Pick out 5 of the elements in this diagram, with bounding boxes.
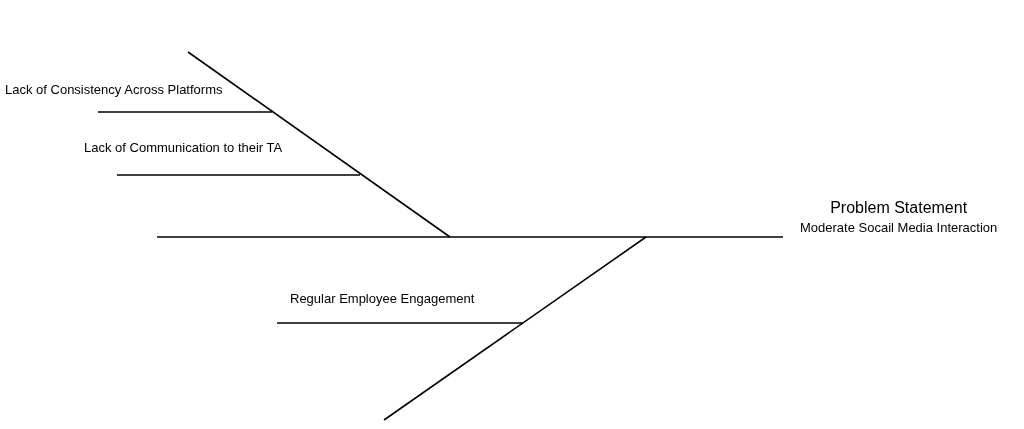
- problem-heading: Problem Statement: [829, 198, 969, 218]
- cause-label: Regular Employee Engagement: [290, 291, 475, 307]
- problem-text: Moderate Socail Media Interaction: [800, 219, 998, 237]
- cause-label: Lack of Consistency Across Platforms: [5, 82, 223, 98]
- cause-label: Lack of Communication to their TA: [84, 140, 283, 156]
